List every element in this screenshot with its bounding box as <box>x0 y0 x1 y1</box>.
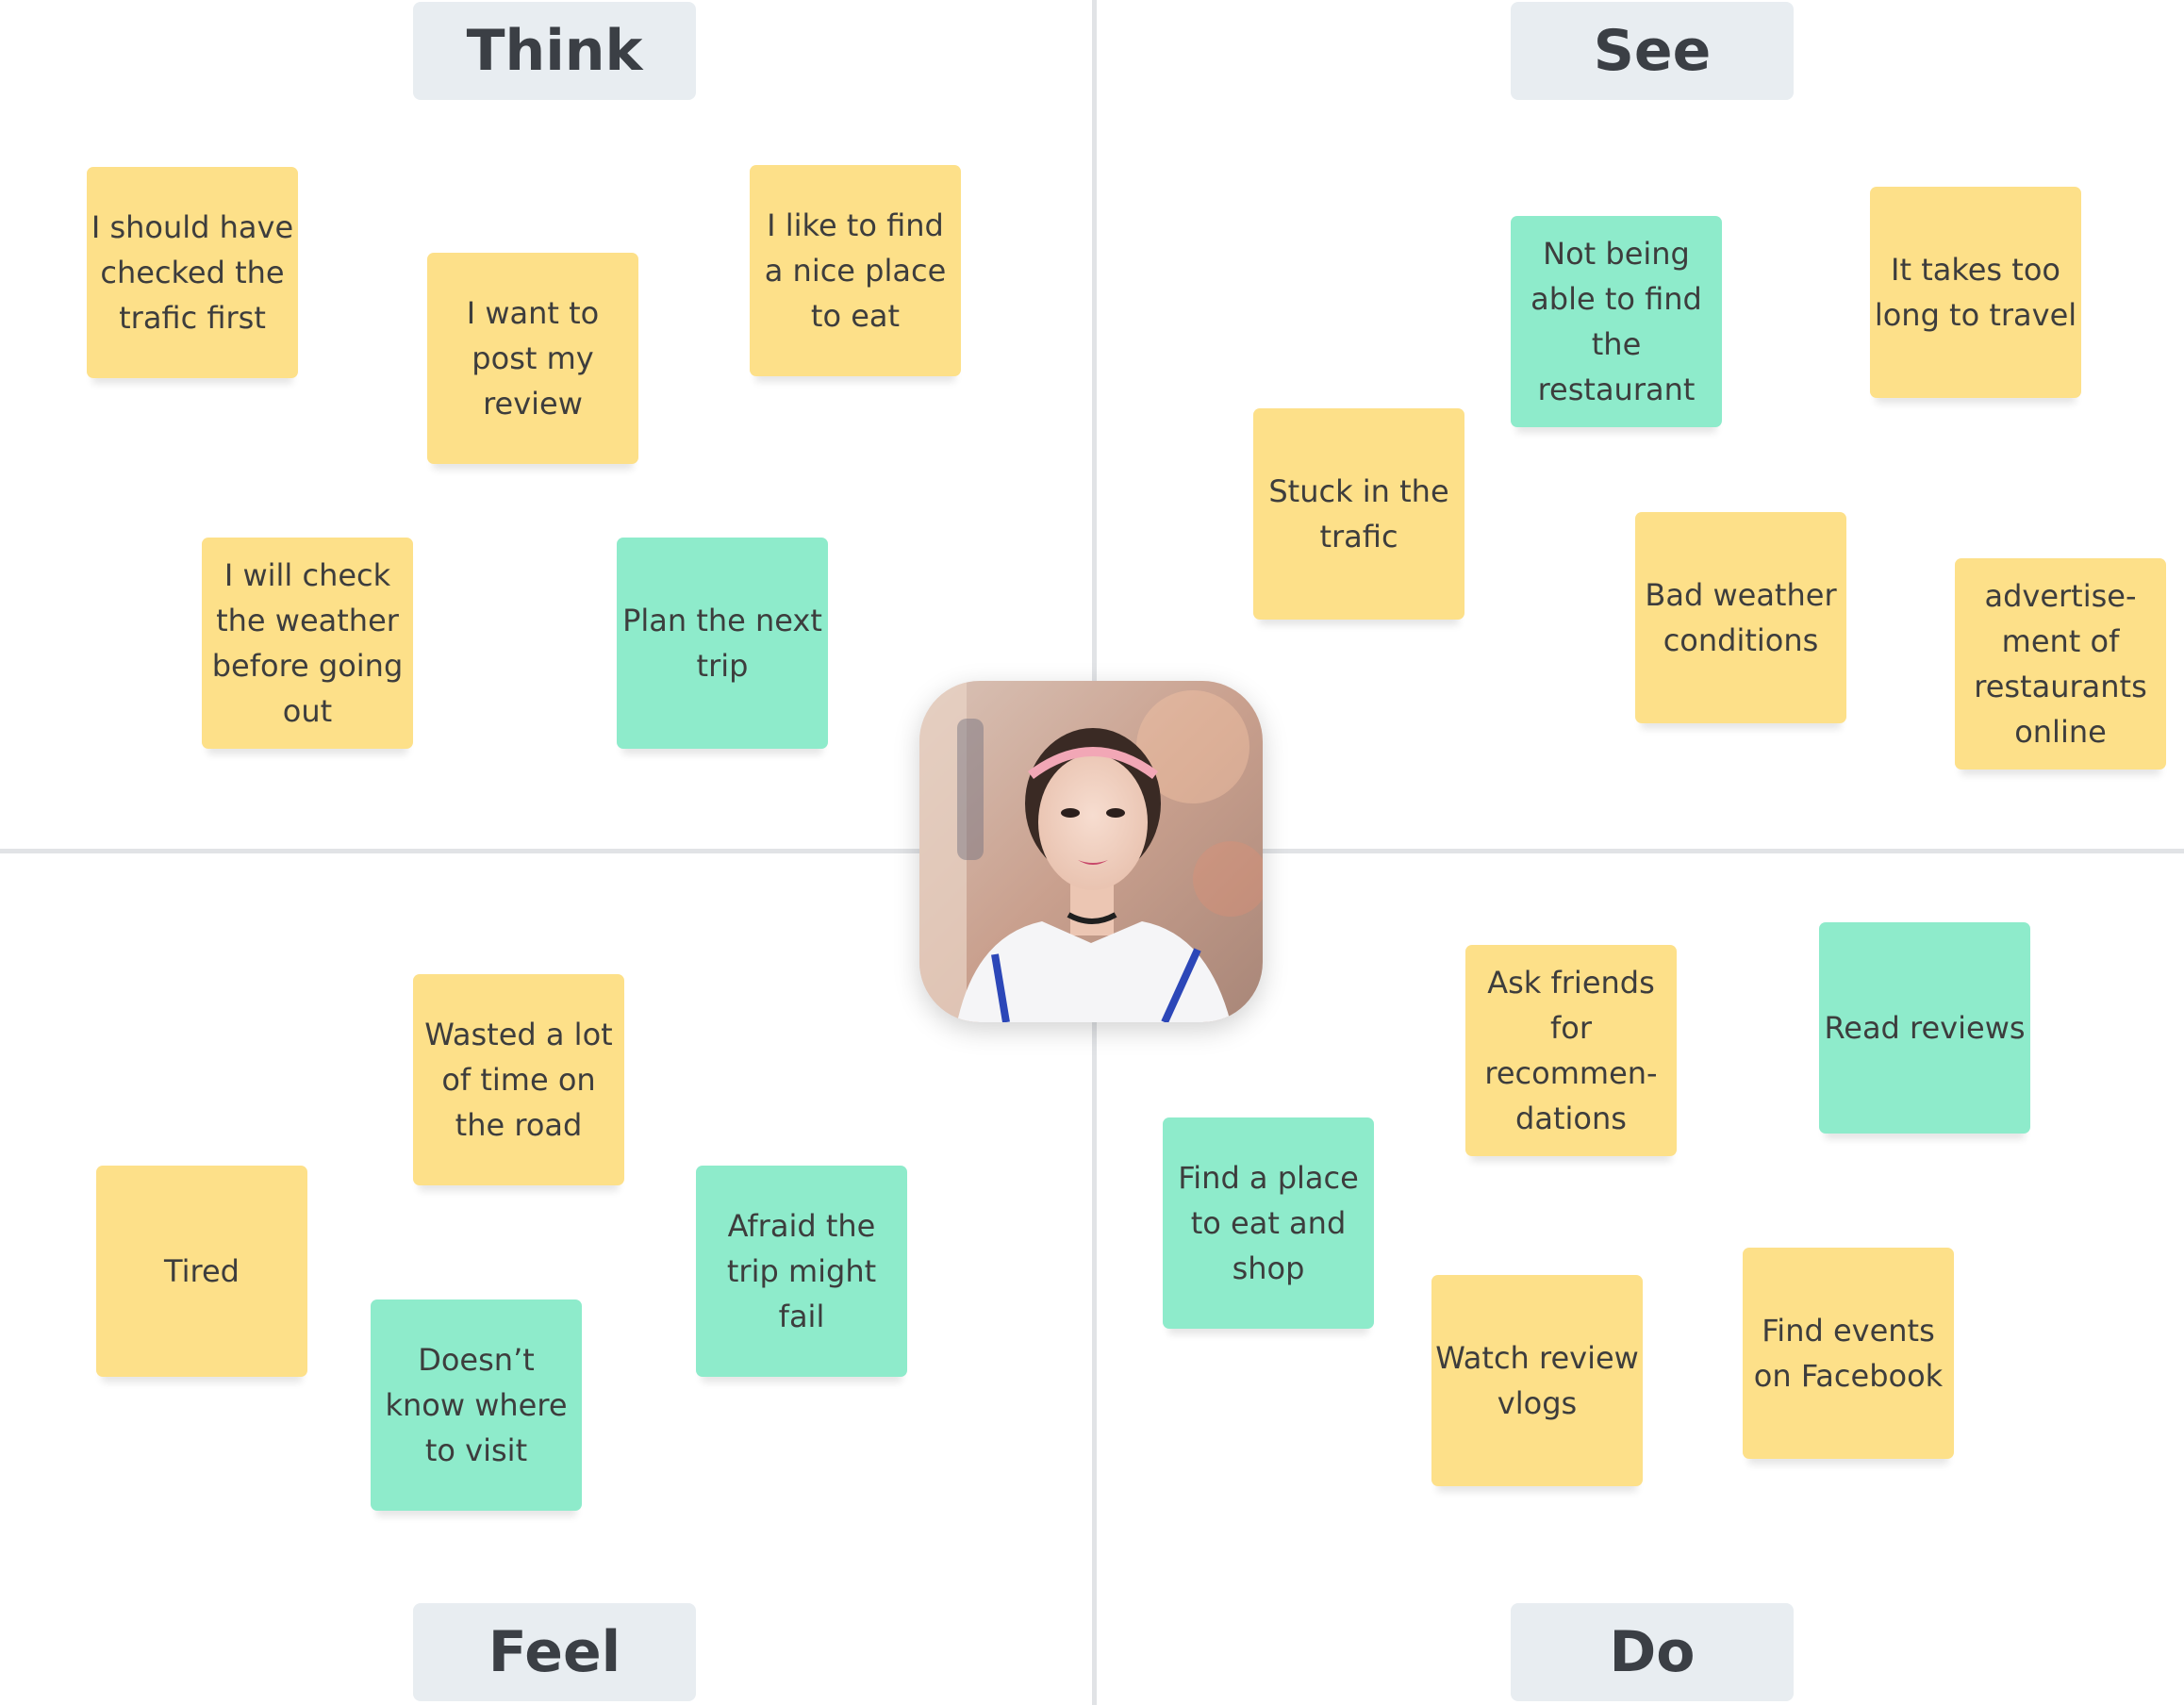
sticky-note[interactable]: Stuck in the trafic <box>1253 408 1464 620</box>
sticky-note[interactable]: Find a place to eat and shop <box>1163 1117 1374 1329</box>
quadrant-label-do: Do <box>1511 1603 1794 1701</box>
sticky-note[interactable]: Ask friends for recommen-dations <box>1465 945 1677 1156</box>
sticky-note[interactable]: Find events on Facebook <box>1743 1248 1954 1459</box>
sticky-note[interactable]: Read reviews <box>1819 922 2030 1134</box>
quadrant-label-feel: Feel <box>413 1603 696 1701</box>
sticky-note[interactable]: I want to post my review <box>427 253 638 464</box>
sticky-note[interactable]: Not being able to find the restaurant <box>1511 216 1722 427</box>
sticky-note[interactable]: Tired <box>96 1166 307 1377</box>
sticky-note[interactable]: Doesn’t know where to visit <box>371 1299 582 1511</box>
sticky-note[interactable]: I like to find a nice place to eat <box>750 165 961 376</box>
sticky-note[interactable]: I will check the weather before going ou… <box>202 538 413 749</box>
sticky-note[interactable]: Watch review vlogs <box>1431 1275 1643 1486</box>
persona-avatar <box>919 681 1263 1022</box>
sticky-note[interactable]: It takes too long to travel <box>1870 187 2081 398</box>
quadrant-label-think: Think <box>413 2 696 100</box>
sticky-note[interactable]: Plan the next trip <box>617 538 828 749</box>
sticky-note[interactable]: I should have checked the trafic first <box>87 167 298 378</box>
sticky-note[interactable]: Wasted a lot of time on the road <box>413 974 624 1185</box>
sticky-note[interactable]: Bad weather conditions <box>1635 512 1846 723</box>
sticky-note[interactable]: Afraid the trip might fail <box>696 1166 907 1377</box>
quadrant-label-see: See <box>1511 2 1794 100</box>
sticky-note[interactable]: advertise-ment of restaurants online <box>1955 558 2166 770</box>
